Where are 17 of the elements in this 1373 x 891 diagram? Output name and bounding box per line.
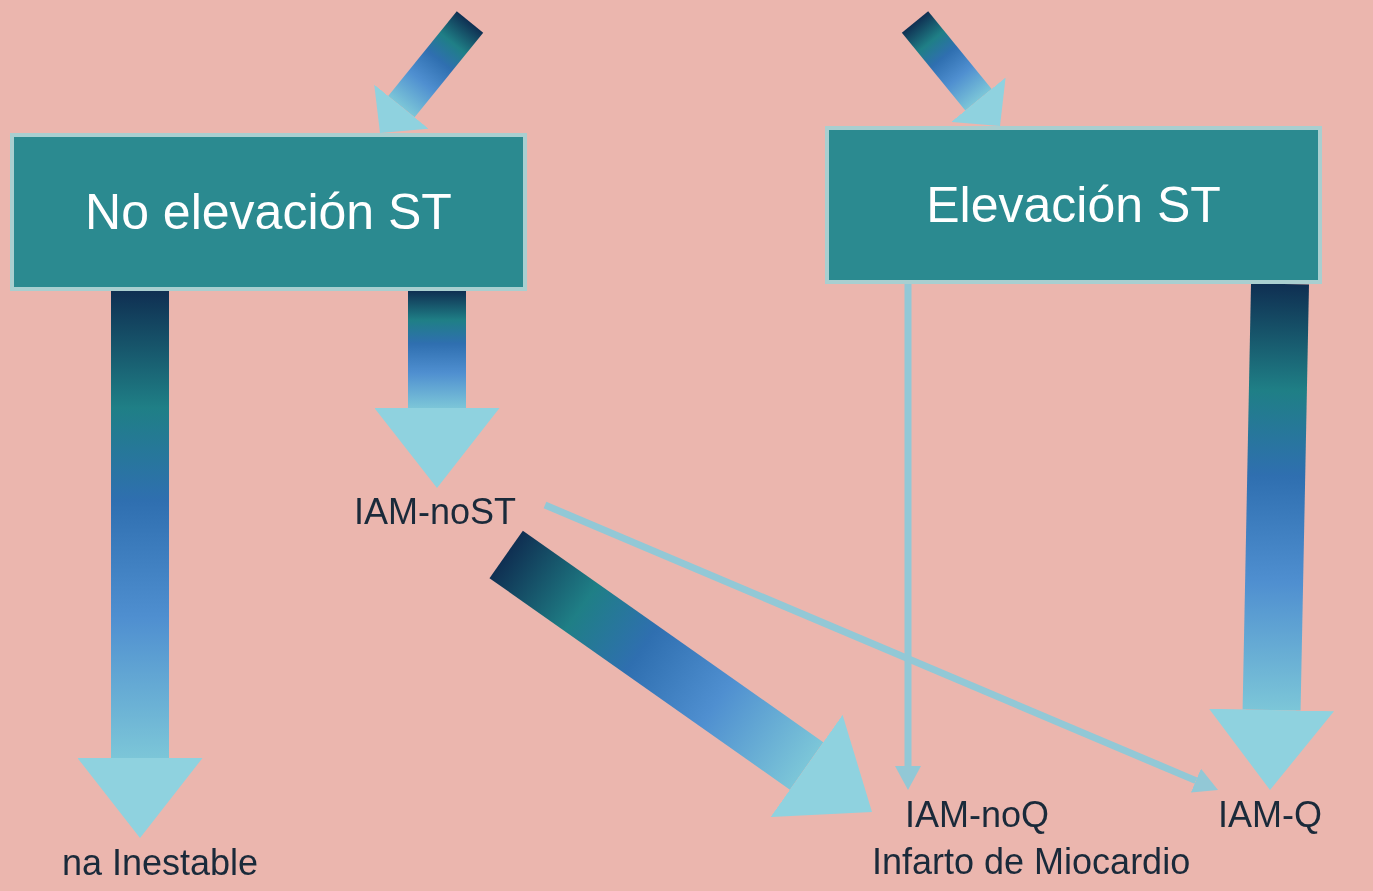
node-label: na Inestable bbox=[61, 842, 259, 884]
process-box bbox=[10, 133, 527, 291]
arrow bbox=[374, 11, 484, 133]
arrow bbox=[489, 530, 872, 818]
box-title: No elevación ST bbox=[85, 183, 452, 241]
node-label: IAM-noST bbox=[353, 491, 516, 533]
arrow bbox=[1209, 283, 1335, 790]
process-box bbox=[825, 126, 1322, 284]
node-label: IAM-Q bbox=[1218, 794, 1322, 836]
arrow bbox=[77, 291, 203, 838]
arrow bbox=[901, 11, 1006, 126]
node-label: Infarto de Miocardio bbox=[872, 841, 1191, 883]
arrow bbox=[543, 501, 1218, 793]
arrow bbox=[374, 291, 500, 488]
arrow bbox=[895, 284, 921, 790]
box-title: Elevación ST bbox=[926, 176, 1221, 234]
node-label: IAM-noQ bbox=[904, 794, 1049, 836]
